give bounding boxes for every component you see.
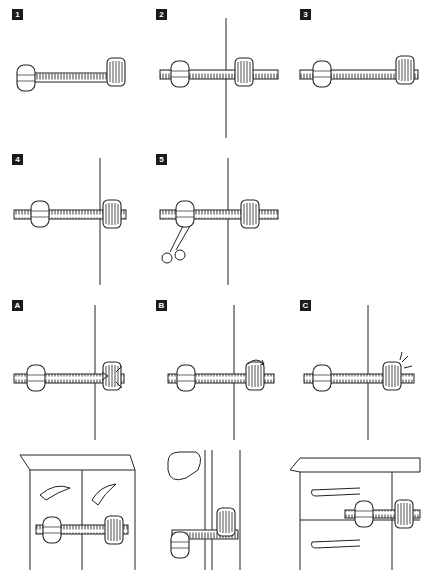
step-number: 2	[156, 9, 167, 20]
step-number: 5	[156, 154, 167, 165]
step-number: 1	[12, 9, 23, 20]
step-number: B	[156, 300, 167, 311]
step-number: A	[12, 300, 23, 311]
step-number: 3	[300, 9, 311, 20]
step-number: 4	[12, 154, 23, 165]
step-number: C	[300, 300, 311, 311]
